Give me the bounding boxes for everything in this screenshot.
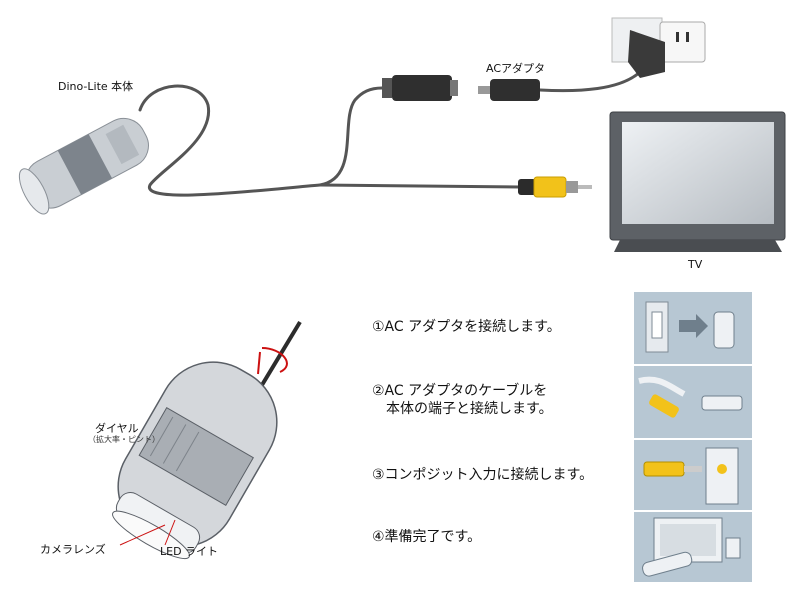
step-4: ④準備完了です。: [372, 528, 481, 546]
step-3-text: ③コンポジット入力に接続します。: [372, 467, 594, 483]
dial-label: ダイヤル: [95, 422, 139, 435]
step-2-illustration: [634, 366, 752, 438]
ac-adapter: [611, 17, 706, 78]
video-cable: [318, 183, 522, 189]
step-3: ③コンポジット入力に接続します。: [372, 466, 593, 484]
dc-plug: [478, 79, 540, 101]
microscope-top: [18, 117, 149, 215]
dc-jack: [382, 75, 458, 101]
cable-lines: [138, 70, 642, 197]
step-1: ①AC アダプタを接続します。: [372, 318, 561, 336]
dc-cable: [318, 86, 384, 187]
step-2-text-line2: 本体の端子と接続します。: [372, 401, 553, 417]
led-light-label: LED ライト: [160, 545, 219, 558]
device-label: Dino-Lite 本体: [58, 80, 134, 93]
tv-illustration: [609, 111, 786, 252]
tv-label: TV: [688, 258, 703, 271]
rca-plug: [518, 176, 592, 198]
step-1-illustration: [634, 292, 752, 364]
dial-sub-label: （拡大率・ピント）: [88, 435, 160, 444]
step-4-illustration: [634, 512, 752, 582]
step-3-illustration: [634, 440, 752, 510]
adapter-cable: [538, 70, 642, 93]
camera-lens-label: カメラレンズ: [40, 543, 106, 556]
step-2-text-line1: ②AC アダプタのケーブルを: [372, 383, 548, 399]
step-1-text: ①AC アダプタを接続します。: [372, 319, 561, 335]
adapter-label: ACアダプタ: [486, 62, 546, 75]
microscope-detail: [112, 320, 302, 560]
step-4-text: ④準備完了です。: [372, 529, 482, 545]
step-2: ②AC アダプタのケーブルを 本体の端子と接続します。: [372, 382, 553, 418]
device-cable: [138, 84, 322, 197]
